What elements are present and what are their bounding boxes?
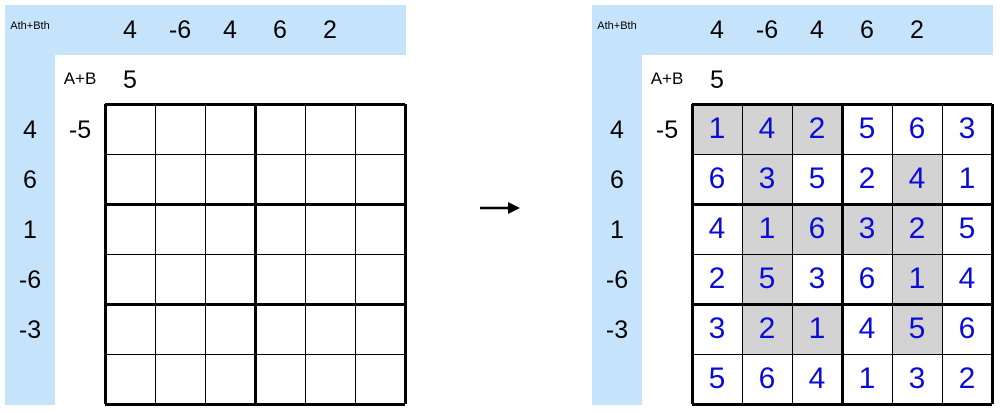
corner-label: Ath+Bth	[10, 20, 50, 32]
puzzle-panel-solved: Ath+Bth 4 -6 4 6 2 A+B 5 4 6 1 -6 -3 -5 …	[587, 0, 997, 413]
top-clue: 4	[223, 16, 237, 44]
grid-cell: 5	[858, 112, 876, 145]
grid-cell: 4	[708, 212, 726, 245]
grid-cell: 6	[908, 112, 926, 145]
left-clue: 1	[610, 216, 624, 244]
shaded-grid-cell: 4	[742, 104, 792, 154]
left-clue: -3	[605, 316, 629, 344]
left-clue: 6	[23, 166, 37, 194]
row-ab-clue: -5	[68, 116, 92, 144]
left-clue: 1	[23, 216, 37, 244]
top-clue: 6	[273, 16, 287, 44]
grid-cell: 3	[808, 262, 826, 295]
top-clue: 4	[123, 16, 137, 44]
grid-cell: 5	[808, 162, 826, 195]
top-clue: -6	[755, 16, 779, 44]
grid-cell: 2	[958, 362, 976, 395]
shaded-grid-cell: 5	[892, 304, 942, 354]
puzzle-panel-unsolved: Ath+Bth 4 -6 4 6 2 A+B 5 4 6 1 -6 -3 -5	[0, 0, 410, 413]
shaded-grid-cell: 3	[742, 154, 792, 204]
grid-cell: 1	[958, 162, 976, 195]
corner-label: Ath+Bth	[597, 20, 637, 32]
grid-cell: 3	[958, 112, 976, 145]
left-clue: -3	[18, 316, 42, 344]
grid-cell: 6	[708, 162, 726, 195]
grid-cell: 1	[858, 362, 876, 395]
empty-puzzle-grid[interactable]	[104, 103, 407, 406]
shaded-grid-cell: 2	[742, 304, 792, 354]
top-clue: 6	[860, 16, 874, 44]
top-clue: 2	[323, 16, 337, 44]
grid-cell: 6	[858, 262, 876, 295]
left-clue: 4	[23, 116, 37, 144]
right-arrow-icon	[480, 202, 520, 214]
top-clue: -6	[168, 16, 192, 44]
ab-label: A+B	[63, 69, 97, 88]
top-clue-band	[5, 5, 406, 55]
grid-cell: 4	[808, 362, 826, 395]
left-clue: 4	[610, 116, 624, 144]
shaded-grid-cell: 1	[792, 304, 842, 354]
shaded-grid-cell: 1	[742, 204, 792, 254]
shaded-grid-cell: 2	[892, 204, 942, 254]
grid-cell: 6	[958, 312, 976, 345]
shaded-grid-cell: 5	[742, 254, 792, 304]
grid-cell: 4	[858, 312, 876, 345]
grid-lines	[691, 103, 994, 406]
grid-cell: 4	[958, 262, 976, 295]
top-clue: 2	[910, 16, 924, 44]
grid-cell: 3	[908, 362, 926, 395]
shaded-grid-cell: 4	[892, 154, 942, 204]
grid-cell: 5	[958, 212, 976, 245]
grid-lines	[104, 103, 407, 406]
left-clue: -6	[605, 266, 629, 294]
top-clue: 4	[810, 16, 824, 44]
left-clue: -6	[18, 266, 42, 294]
shaded-grid-cell: 1	[892, 254, 942, 304]
shaded-grid-cell: 3	[842, 204, 892, 254]
left-clue-band	[5, 55, 55, 405]
grid-cell: 3	[708, 312, 726, 345]
grid-cell: 2	[858, 162, 876, 195]
top-clue: 4	[710, 16, 724, 44]
grid-cell: 5	[708, 362, 726, 395]
ab-value: 5	[123, 66, 137, 94]
left-clue-band	[592, 55, 642, 405]
shaded-grid-cell: 2	[792, 104, 842, 154]
grid-cell: 6	[758, 362, 776, 395]
shaded-grid-cell: 6	[792, 204, 842, 254]
shaded-grid-cell: 1	[692, 104, 742, 154]
row-ab-clue: -5	[655, 116, 679, 144]
ab-value: 5	[710, 66, 724, 94]
left-clue: 6	[610, 166, 624, 194]
ab-label: A+B	[650, 69, 684, 88]
top-clue-band	[592, 5, 993, 55]
grid-cell: 2	[708, 262, 726, 295]
